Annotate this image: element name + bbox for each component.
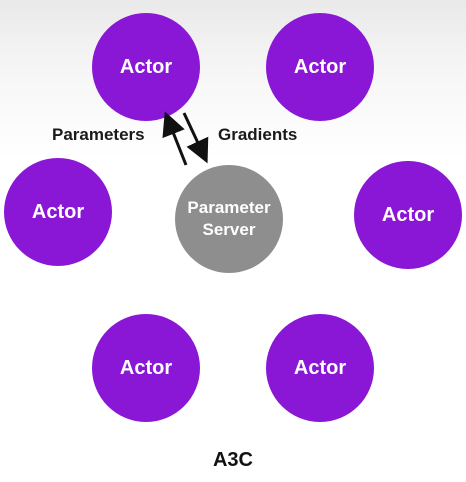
actor-node-top-left: Actor bbox=[92, 13, 200, 121]
actor-node-mid-left: Actor bbox=[4, 158, 112, 266]
parameters-edge-label: Parameters bbox=[52, 125, 145, 144]
actor-label: Actor bbox=[293, 356, 347, 379]
actor-label: Actor bbox=[293, 55, 347, 78]
diagram-caption: A3C bbox=[212, 449, 253, 471]
actor-label: Actor bbox=[119, 356, 173, 379]
gradients-edge-label: Gradients bbox=[218, 125, 298, 144]
actor-label: Actor bbox=[31, 200, 85, 223]
actor-node-mid-right: Actor bbox=[354, 161, 462, 269]
actor-label: Actor bbox=[119, 55, 173, 78]
actor-node-bottom-left: Actor bbox=[92, 314, 200, 422]
parameters-arrow bbox=[162, 111, 188, 166]
actor-label: Actor bbox=[381, 203, 435, 226]
gradients-arrow bbox=[182, 112, 209, 164]
actor-node-bottom-right: Actor bbox=[266, 314, 374, 422]
parameter-server-node: Parameter Server bbox=[175, 165, 283, 273]
parameter-server-label: Parameter Server bbox=[187, 198, 271, 239]
actor-node-top-right: Actor bbox=[266, 13, 374, 121]
